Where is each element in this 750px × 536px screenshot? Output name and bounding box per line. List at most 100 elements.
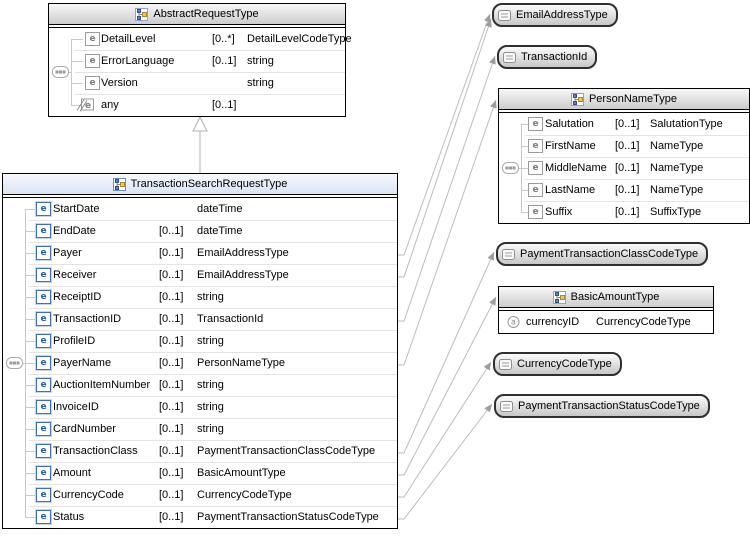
element-row[interactable]: e StartDate dateTime: [3, 198, 397, 220]
box-header[interactable]: AbstractRequestType: [49, 4, 345, 25]
attribute-icon: a: [507, 316, 520, 329]
complex-type-icon: [135, 7, 149, 21]
element-row[interactable]: e Version string: [49, 72, 345, 94]
person-name-type-box[interactable]: PersonNameType e Salutation [0..1] Salut…: [498, 88, 750, 224]
element-cardinality: [0..1]: [212, 55, 237, 67]
type-title: AbstractRequestType: [153, 8, 259, 20]
attribute-name: currencyID: [526, 316, 580, 328]
element-name: DetailLevel: [101, 33, 156, 45]
element-row[interactable]: e FirstName [0..1] NameType: [499, 135, 749, 157]
element-name: Amount: [53, 467, 91, 479]
element-type: string: [197, 291, 224, 303]
transaction-search-request-type-box[interactable]: TransactionSearchRequestType e StartDate…: [2, 173, 398, 529]
complex-type-icon: [552, 290, 566, 304]
element-row[interactable]: e LastName [0..1] NameType: [499, 179, 749, 201]
element-name: CardNumber: [53, 423, 116, 435]
element-name: Version: [101, 77, 138, 89]
element-name: MiddleName: [545, 162, 607, 174]
tree-stub: [518, 168, 522, 169]
element-cardinality: [0..1]: [159, 423, 184, 435]
element-icon: e: [36, 334, 51, 348]
element-row[interactable]: e ErrorLanguage [0..1] string: [49, 50, 345, 72]
element-cardinality: [0..1]: [615, 118, 640, 130]
element-row[interactable]: e Suffix [0..1] SuffixType: [499, 201, 749, 223]
element-row[interactable]: e CurrencyCode [0..1] CurrencyCodeType: [3, 484, 397, 506]
box-header[interactable]: BasicAmountType: [499, 287, 713, 308]
element-type: NameType: [650, 184, 704, 196]
complex-type-icon: [112, 177, 126, 191]
type-pill-transaction-id[interactable]: TransactionId: [497, 45, 598, 69]
element-cardinality: [0..1]: [615, 184, 640, 196]
element-type: BasicAmountType: [197, 467, 286, 479]
abstract-request-type-box[interactable]: AbstractRequestType e DetailLevel [0..*]…: [48, 3, 352, 117]
element-cardinality: [0..1]: [615, 162, 640, 174]
element-row[interactable]: e MiddleName [0..1] NameType: [499, 157, 749, 179]
element-cardinality: [0..1]: [615, 140, 640, 152]
any-element-row[interactable]: e any [0..1]: [49, 94, 345, 116]
element-type: dateTime: [197, 225, 243, 237]
element-icon: e: [36, 444, 51, 458]
element-row[interactable]: e PayerName [0..1] PersonNameType: [3, 352, 397, 374]
element-type: PaymentTransactionClassCodeType: [197, 445, 376, 457]
element-type: EmailAddressType: [197, 247, 289, 259]
type-pill-payment-transaction-status-code-type[interactable]: PaymentTransactionStatusCodeType: [494, 394, 710, 418]
element-cardinality: [0..*]: [212, 33, 235, 45]
element-name: LastName: [545, 184, 596, 196]
element-row[interactable]: e Receiver [0..1] EmailAddressType: [3, 264, 397, 286]
element-row[interactable]: e InvoiceID [0..1] string: [3, 396, 397, 418]
box-header[interactable]: PersonNameType: [499, 89, 749, 110]
type-reference-arrows: [397, 13, 497, 520]
element-name: Suffix: [545, 206, 573, 218]
element-icon: e: [528, 161, 543, 175]
element-row[interactable]: e CardNumber [0..1] string: [3, 418, 397, 440]
tree-stub: [22, 363, 26, 364]
element-icon: e: [85, 76, 100, 90]
element-type: DetailLevelCodeType: [247, 33, 352, 45]
element-cardinality: [0..1]: [159, 357, 184, 369]
element-type: string: [197, 335, 224, 347]
element-row[interactable]: e DetailLevel [0..*] DetailLevelCodeType: [49, 28, 352, 50]
element-name: EndDate: [53, 225, 96, 237]
element-name: any: [101, 99, 119, 111]
element-type: TransactionId: [197, 313, 264, 325]
element-row[interactable]: e TransactionID [0..1] TransactionId: [3, 308, 397, 330]
simple-type-icon: [502, 248, 515, 260]
pill-label: CurrencyCodeType: [517, 358, 612, 370]
tree-stub: [68, 72, 72, 73]
element-cardinality: [0..1]: [615, 206, 640, 218]
element-row[interactable]: e TransactionClass [0..1] PaymentTransac…: [3, 440, 397, 462]
element-type: SalutationType: [650, 118, 723, 130]
sequence-icon[interactable]: [502, 162, 519, 174]
pill-label: PaymentTransactionClassCodeType: [520, 248, 699, 260]
element-name: PayerName: [53, 357, 112, 369]
attribute-row[interactable]: a currencyID CurrencyCodeType: [499, 311, 713, 333]
element-icon: e: [36, 268, 51, 282]
element-row[interactable]: e ProfileID [0..1] string: [3, 330, 397, 352]
element-row[interactable]: e Payer [0..1] EmailAddressType: [3, 242, 397, 264]
element-icon: e: [36, 224, 51, 238]
element-cardinality: [0..1]: [212, 99, 237, 111]
element-row[interactable]: e ReceiptID [0..1] string: [3, 286, 397, 308]
box-header[interactable]: TransactionSearchRequestType: [3, 174, 397, 195]
element-icon: e: [528, 117, 543, 131]
element-name: Receiver: [53, 269, 97, 281]
sequence-icon[interactable]: [6, 357, 23, 369]
basic-amount-type-box[interactable]: BasicAmountType a currencyID CurrencyCod…: [498, 286, 714, 334]
element-row[interactable]: e EndDate [0..1] dateTime: [3, 220, 397, 242]
element-row[interactable]: e AuctionItemNumber [0..1] string: [3, 374, 397, 396]
element-type: PaymentTransactionStatusCodeType: [197, 511, 379, 523]
element-row[interactable]: e Status [0..1] PaymentTransactionStatus…: [3, 506, 397, 528]
any-element-icon: e: [76, 98, 94, 112]
element-icon: e: [36, 378, 51, 392]
type-pill-email-address-type[interactable]: EmailAddressType: [492, 3, 618, 27]
element-type: CurrencyCodeType: [197, 489, 292, 501]
element-row[interactable]: e Amount [0..1] BasicAmountType: [3, 462, 397, 484]
element-row[interactable]: e Salutation [0..1] SalutationType: [499, 113, 749, 135]
type-pill-payment-transaction-class-code-type[interactable]: PaymentTransactionClassCodeType: [496, 242, 709, 266]
sequence-icon[interactable]: [52, 66, 69, 78]
element-type: NameType: [650, 162, 704, 174]
type-pill-currency-code-type[interactable]: CurrencyCodeType: [493, 352, 622, 376]
element-cardinality: [0..1]: [159, 269, 184, 281]
element-icon: e: [36, 488, 51, 502]
